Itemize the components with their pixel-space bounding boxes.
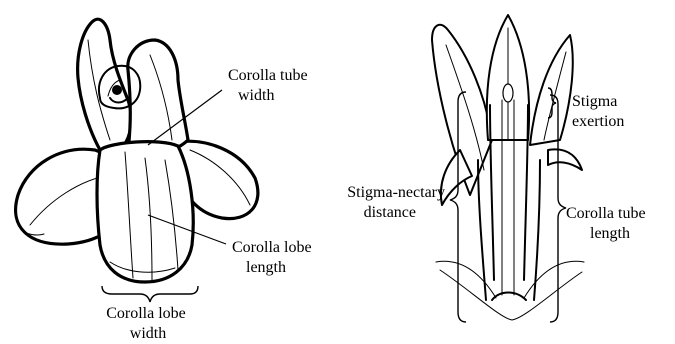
corolla-lobe-width-brace — [102, 286, 198, 302]
stigma — [503, 84, 513, 102]
flower-section-view — [432, 15, 584, 320]
upper-right-lobe — [128, 40, 188, 152]
label-corolla-tube-width: Corolla tube width — [228, 67, 312, 104]
label-corolla-tube-length: Corolla tube length — [566, 205, 650, 242]
label-stigma-nectary-distance: Stigma-nectary distance — [347, 184, 449, 221]
upper-left-lobe — [78, 19, 132, 150]
label-stigma-exertion: Stigma exertion — [572, 93, 624, 130]
label-corolla-lobe-length: Corolla lobe length — [232, 239, 316, 276]
section-right-reflexed-lobe — [548, 149, 582, 170]
label-corolla-lobe-width: Corolla lobe width — [106, 305, 190, 342]
nectary — [492, 293, 526, 301]
stigma-dot — [112, 85, 122, 95]
